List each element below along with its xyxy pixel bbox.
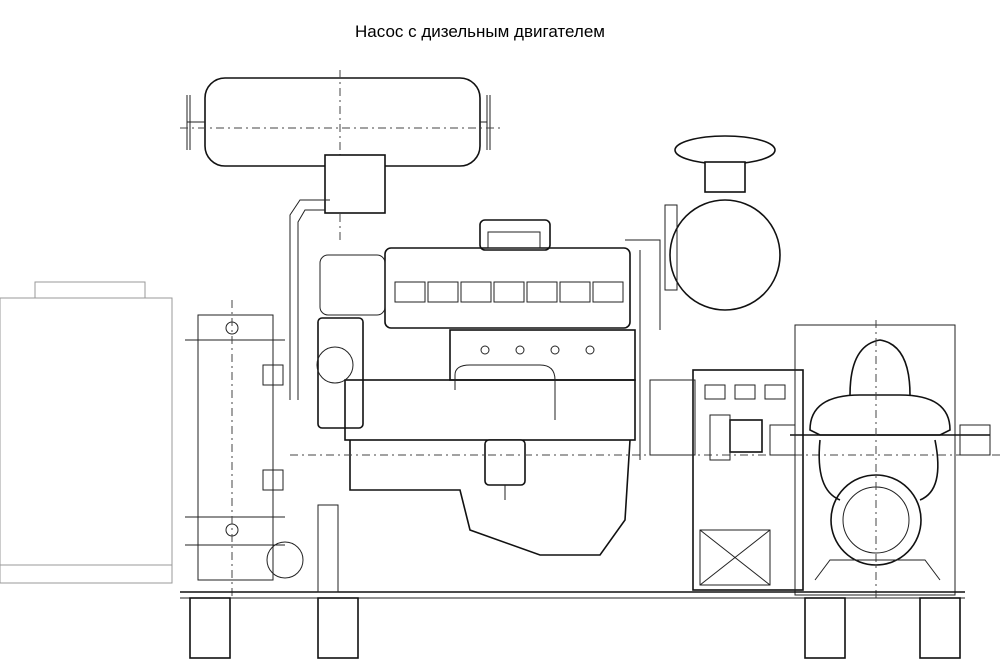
diagram-title: Насос с дизельным двигателем (355, 22, 605, 41)
radiator (0, 281, 285, 600)
diesel-engine (290, 219, 1000, 556)
base-frame (180, 504, 965, 659)
split-case-pump (769, 320, 991, 600)
control-panel (649, 369, 804, 591)
muffler (180, 70, 500, 400)
air-filter (664, 135, 781, 311)
